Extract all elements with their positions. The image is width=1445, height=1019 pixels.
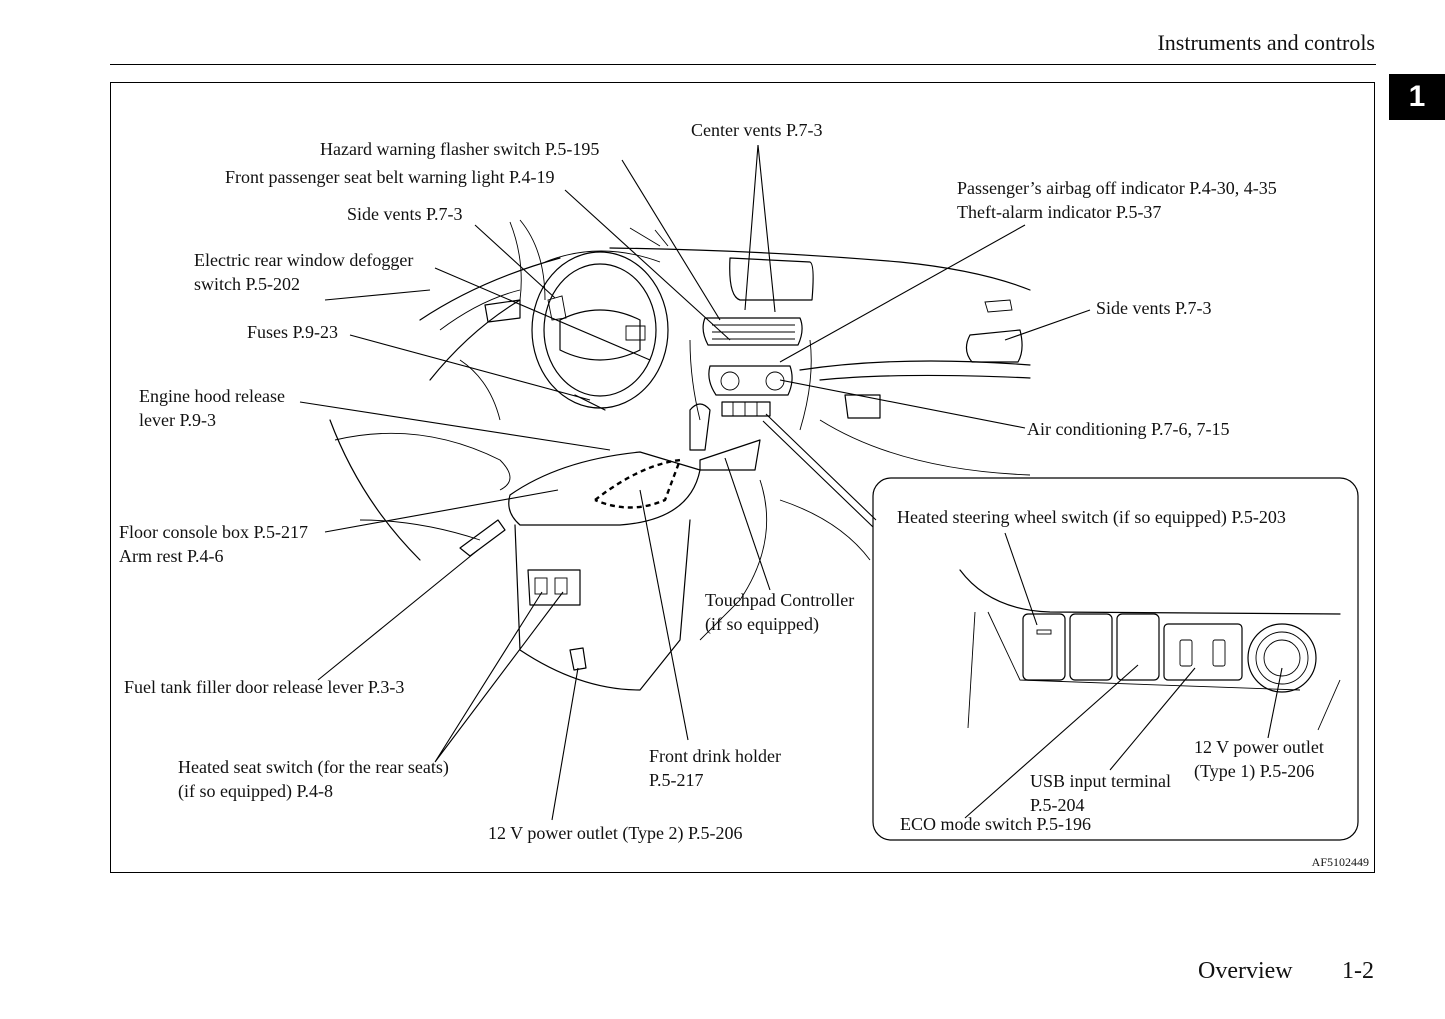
header-divider [110, 64, 1376, 65]
label-fuel-door-lever: Fuel tank filler door release lever P.3-… [124, 677, 405, 697]
label-rear-heated-seat: Heated seat switch (for the rear seats) … [178, 755, 449, 803]
power-outlet-type1 [1247, 623, 1317, 693]
label-heated-steering: Heated steering wheel switch (if so equi… [897, 507, 1286, 527]
left-side-vent-shape [547, 295, 567, 321]
usb-terminals [1163, 623, 1243, 681]
inset-panel [872, 477, 1359, 841]
label-eco-mode: ECO mode switch P.5-196 [900, 814, 1091, 834]
label-hood-release-line2: lever P.9-3 [139, 410, 216, 430]
label-power-outlet-type1-line2: (Type 1) P.5-206 [1194, 761, 1315, 781]
label-drink-holder-line2: P.5-217 [649, 770, 704, 790]
arm-rest [508, 451, 701, 526]
rear-heated-seat-switches [527, 569, 581, 606]
label-air-conditioning: Air conditioning P.7-6, 7-15 [1027, 419, 1230, 439]
label-arm-rest: Arm rest P.4-6 [119, 546, 224, 566]
label-usb-terminal-line2: P.5-204 [1030, 795, 1085, 815]
center-display [729, 257, 814, 301]
shift-lever [689, 403, 711, 451]
switch-row [721, 401, 771, 417]
label-theft-alarm: Theft-alarm indicator P.5-37 [957, 202, 1162, 222]
label-usb-terminal: USB input terminal P.5-204 [1030, 769, 1171, 817]
left-door-handle [484, 299, 521, 323]
label-hazard-switch: Hazard warning flasher switch P.5-195 [320, 139, 600, 159]
footer-section-name: Overview [1198, 958, 1293, 984]
label-touchpad: Touchpad Controller (if so equipped) [705, 588, 854, 636]
label-passenger-seat-belt-light: Front passenger seat belt warning light … [225, 167, 555, 187]
figure-reference-code: AF5102449 [1311, 855, 1369, 869]
chapter-tab[interactable]: 1 [1389, 74, 1445, 120]
drink-holder-hidden [594, 458, 682, 509]
label-touchpad-line1: Touchpad Controller [705, 590, 855, 610]
figure-frame [110, 82, 1375, 873]
leader-lines [299, 144, 1283, 821]
dashboard-top-line [609, 247, 1031, 291]
label-console-box: Floor console box P.5-217 [119, 522, 308, 542]
label-touchpad-line2: (if so equipped) [705, 614, 819, 634]
label-power-outlet-type1: 12 V power outlet (Type 1) P.5-206 [1194, 735, 1324, 783]
right-side-vent [965, 329, 1023, 363]
label-hood-release-line1: Engine hood release [139, 386, 285, 406]
touchpad-controller [699, 439, 761, 471]
label-center-vents: Center vents P.7-3 [691, 120, 823, 140]
label-side-vents-left: Side vents P.7-3 [347, 204, 463, 224]
label-airbag-off: Passenger’s airbag off indicator P.4-30,… [957, 178, 1277, 198]
eco-mode-switch [1116, 613, 1160, 681]
blank-switch [1069, 613, 1113, 681]
label-side-vents-right: Side vents P.7-3 [1096, 298, 1212, 318]
footer-page-number: 1-2 [1342, 958, 1374, 984]
heated-steering-switch [1022, 613, 1066, 681]
label-rear-defogger-line2: switch P.5-202 [194, 274, 301, 294]
steering-wheel [531, 251, 669, 409]
center-vents-shape [702, 317, 803, 346]
label-rear-heated-seat-line2: (if so equipped) P.4-8 [178, 781, 333, 801]
page-section-title: Instruments and controls [1157, 30, 1375, 55]
label-rear-defogger: Electric rear window defogger switch P.5… [194, 248, 413, 296]
steering-hub [559, 309, 641, 361]
label-power-outlet-type1-line1: 12 V power outlet [1194, 737, 1324, 757]
glovebox-handle [844, 394, 881, 419]
label-drink-holder: Front drink holder P.5-217 [649, 744, 781, 792]
label-rear-heated-seat-line1: Heated seat switch (for the rear seats) [178, 757, 449, 777]
label-usb-terminal-line1: USB input terminal [1030, 771, 1171, 791]
label-drink-holder-line1: Front drink holder [649, 746, 781, 766]
label-power-outlet-type2: 12 V power outlet (Type 2) P.5-206 [488, 823, 743, 843]
label-hood-release: Engine hood release lever P.9-3 [139, 384, 285, 432]
label-fuses: Fuses P.9-23 [247, 322, 339, 342]
label-rear-defogger-line1: Electric rear window defogger [194, 250, 414, 270]
fuel-door-lever [459, 519, 506, 557]
air-conditioning-panel [708, 365, 793, 396]
rear-power-outlet [569, 647, 587, 671]
